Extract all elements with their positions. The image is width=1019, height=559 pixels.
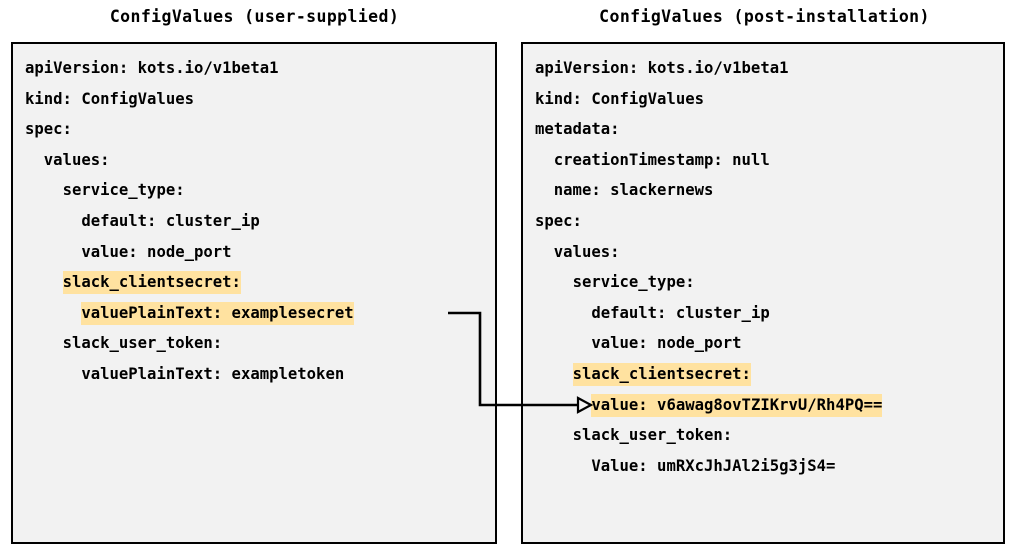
code-text: valuePlainText: exampletoken <box>81 364 345 383</box>
code-text: kind: ConfigValues <box>25 89 194 108</box>
code-text: value: node_port <box>81 242 232 261</box>
code-line: value: node_port <box>25 237 493 268</box>
code-line: creationTimestamp: null <box>535 145 1001 176</box>
code-indent <box>535 273 573 291</box>
code-indent <box>535 457 591 475</box>
code-indent <box>535 181 554 199</box>
code-line: value: v6awag8ovTZIKrvU/Rh4PQ== <box>535 390 1001 421</box>
code-indent <box>25 151 44 169</box>
code-indent <box>25 365 81 383</box>
code-line: values: <box>535 237 1001 268</box>
panel-user-supplied: ConfigValues (user-supplied) apiVersion:… <box>0 0 509 559</box>
code-text: creationTimestamp: null <box>553 150 770 169</box>
code-indent <box>25 243 81 261</box>
code-text: apiVersion: kots.io/v1beta1 <box>535 59 789 77</box>
code-indent <box>535 304 591 322</box>
code-line: Value: umRXcJhJAl2i5g3jS4= <box>535 451 1001 482</box>
code-indent <box>535 365 573 383</box>
code-block-user-supplied: apiVersion: kots.io/v1beta1 kind: ConfigV… <box>25 53 493 390</box>
code-text: name: slackernews <box>553 181 714 200</box>
code-line: name: slackernews <box>535 175 1001 206</box>
code-box-user-supplied: apiVersion: kots.io/v1beta1 kind: ConfigV… <box>11 42 497 544</box>
code-line: service_type: <box>535 267 1001 298</box>
code-text: value: node_port <box>591 334 742 353</box>
code-text: default: cluster_ip <box>81 211 260 230</box>
code-text: service_type: <box>572 273 695 292</box>
code-text: values: <box>553 242 620 261</box>
code-text: kind: ConfigValues <box>535 89 704 108</box>
code-text: apiVersion: kots.io/v1beta1 <box>25 59 279 77</box>
code-text: slack_user_token: <box>572 426 733 445</box>
code-text-highlighted: slack_clientsecret: <box>572 362 751 386</box>
code-text-highlighted: valuePlainText: examplesecret <box>81 301 354 325</box>
code-text-highlighted: value: v6awag8ovTZIKrvU/Rh4PQ== <box>591 393 883 417</box>
code-line: kind: ConfigValues <box>25 84 493 115</box>
code-line: valuePlainText: examplesecret <box>25 298 493 329</box>
code-indent <box>535 396 591 414</box>
code-text: metadata: <box>535 120 620 139</box>
code-line: default: cluster_ip <box>535 298 1001 329</box>
code-indent <box>25 334 63 352</box>
code-indent <box>535 426 573 444</box>
code-text: values: <box>43 150 110 169</box>
code-line: metadata: <box>535 114 1001 145</box>
code-line: apiVersion: kots.io/v1beta1 <box>535 53 1001 84</box>
code-indent <box>535 243 554 261</box>
code-line: slack_user_token: <box>535 420 1001 451</box>
code-indent <box>25 304 81 322</box>
code-line: slack_user_token: <box>25 328 493 359</box>
code-line: valuePlainText: exampletoken <box>25 359 493 390</box>
code-text: default: cluster_ip <box>591 303 770 322</box>
code-box-post-installation: apiVersion: kots.io/v1beta1 kind: ConfigV… <box>521 42 1005 544</box>
code-indent <box>25 273 63 291</box>
code-line: service_type: <box>25 175 493 206</box>
code-indent <box>25 181 63 199</box>
code-block-post-installation: apiVersion: kots.io/v1beta1 kind: ConfigV… <box>535 53 1001 481</box>
code-line: default: cluster_ip <box>25 206 493 237</box>
code-line: spec: <box>535 206 1001 237</box>
code-line: slack_clientsecret: <box>535 359 1001 390</box>
code-text: spec: <box>535 211 582 230</box>
panel-post-installation: ConfigValues (post-installation) apiVers… <box>510 0 1019 559</box>
code-indent <box>25 212 81 230</box>
code-line: apiVersion: kots.io/v1beta1 <box>25 53 493 84</box>
code-text: Value: umRXcJhJAl2i5g3jS4= <box>591 456 836 475</box>
code-line: value: node_port <box>535 328 1001 359</box>
code-line: slack_clientsecret: <box>25 267 493 298</box>
code-line: spec: <box>25 114 493 145</box>
code-text: slack_user_token: <box>62 334 223 353</box>
code-indent <box>535 151 554 169</box>
code-text: spec: <box>25 120 72 139</box>
panel-title-post-installation: ConfigValues (post-installation) <box>599 7 930 26</box>
code-indent <box>535 334 591 352</box>
code-text: service_type: <box>62 181 185 200</box>
panel-title-user-supplied: ConfigValues (user-supplied) <box>109 7 400 26</box>
code-line: values: <box>25 145 493 176</box>
code-line: kind: ConfigValues <box>535 84 1001 115</box>
code-text-highlighted: slack_clientsecret: <box>62 271 241 295</box>
